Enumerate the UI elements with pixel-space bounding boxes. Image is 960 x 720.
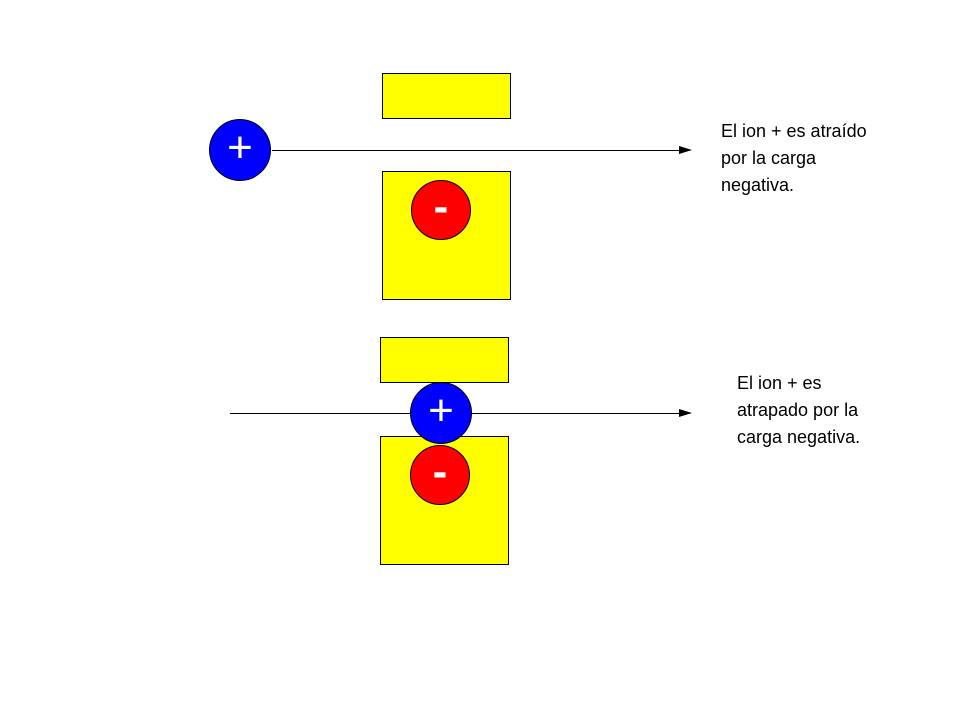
arrowhead-icon [679,409,692,417]
top-caption: El ion + es atraído por la carga negativ… [721,121,867,195]
bottom-negative-charge: - [410,445,470,505]
bottom-caption: El ion + es atrapado por la carga negati… [737,373,861,447]
top-upper-plate [382,73,511,119]
top-ion-trajectory-arrow [272,146,692,154]
bottom-positive-ion: + [410,382,472,444]
bottom-upper-plate [380,337,509,383]
top-negative-charge: - [411,180,471,240]
arrowhead-icon [679,146,692,154]
top-positive-ion: + [209,119,271,181]
